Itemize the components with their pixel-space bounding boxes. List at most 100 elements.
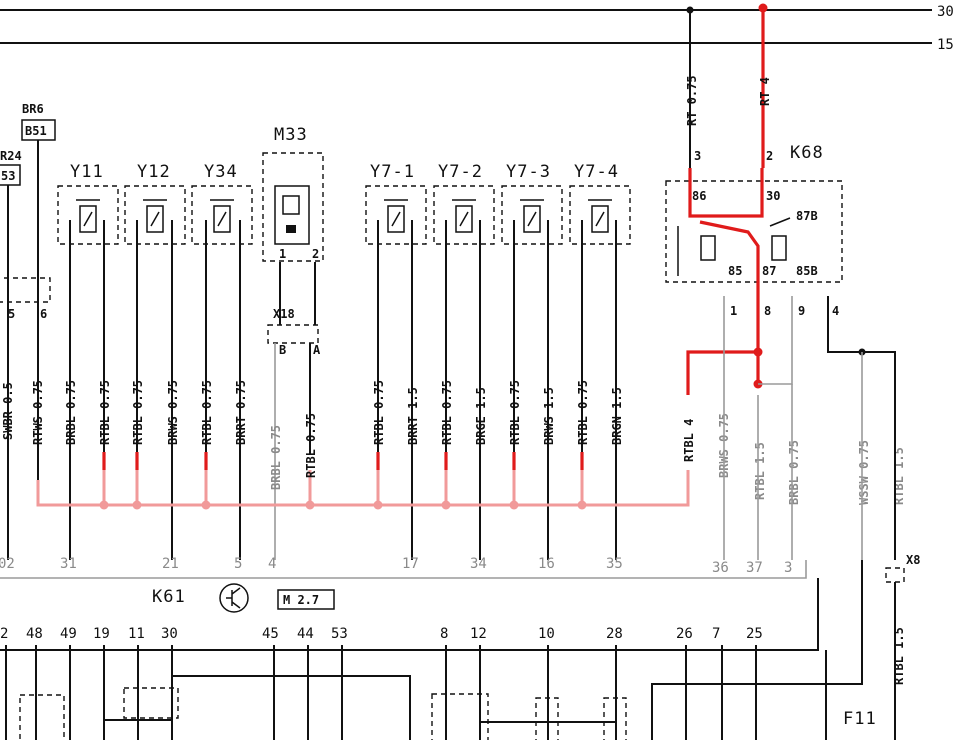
label-m33: M33: [274, 125, 308, 145]
label-y7-1: Y7-1: [370, 162, 415, 182]
svg-text:25: 25: [746, 626, 763, 642]
k68-pin9: 9: [798, 304, 805, 318]
m33-pin1: 1: [279, 247, 286, 261]
svg-text:48: 48: [26, 626, 43, 642]
k68-out-red-branch: [686, 350, 758, 395]
label-br6: BR6: [22, 102, 44, 116]
k68-pin87b: 87B: [796, 209, 818, 223]
k61-inner-line: [0, 578, 819, 651]
svg-text:16: 16: [538, 556, 555, 572]
svg-text:28: 28: [606, 626, 623, 642]
junction-dot: [686, 6, 694, 14]
label-m27: M 2.7: [283, 593, 319, 607]
svg-text:44: 44: [297, 626, 314, 642]
injector-y7-3: [501, 185, 563, 245]
pin-5: 5: [8, 307, 15, 321]
svg-text:BRBL 0.75: BRBL 0.75: [64, 380, 78, 445]
svg-text:BRBL 0.75: BRBL 0.75: [269, 425, 283, 490]
injector-y7-1: [365, 185, 427, 245]
svg-text:RTBL 0.75: RTBL 0.75: [508, 380, 522, 445]
svg-text:35: 35: [606, 556, 623, 572]
label-y34: Y34: [204, 162, 238, 182]
x8-connector: [885, 567, 905, 583]
svg-text:WSSW 0.75: WSSW 0.75: [857, 440, 871, 505]
k68-pin2: 2: [766, 149, 773, 163]
svg-text:RTBL 0.75: RTBL 0.75: [372, 380, 386, 445]
svg-text:RTBL 0.75: RTBL 0.75: [98, 380, 112, 445]
label-y11: Y11: [70, 162, 104, 182]
injector-y7-4: [569, 185, 631, 245]
junction-dot-red: [758, 3, 768, 13]
m33-body: [274, 185, 310, 245]
injector-y12: [124, 185, 186, 245]
x18-pinA: A: [313, 343, 321, 357]
rail-30-label: 30: [937, 4, 954, 20]
k68-switch-red: [699, 220, 760, 296]
bottom-wires: [5, 560, 863, 740]
k68-pin8: 8: [764, 304, 771, 318]
svg-text:BRGN 1.5: BRGN 1.5: [610, 387, 624, 445]
pink-bus-taps: [99, 470, 587, 510]
svg-text:53: 53: [331, 626, 348, 642]
wire-swbr: SWBR 0.5: [1, 382, 15, 440]
svg-text:26: 26: [676, 626, 693, 642]
pin-6: 6: [40, 307, 47, 321]
svg-text:12: 12: [470, 626, 487, 642]
label-y12: Y12: [137, 162, 171, 182]
x18-connector: [267, 324, 319, 344]
svg-text:30: 30: [161, 626, 178, 642]
svg-text:BRRT 1.5: BRRT 1.5: [406, 387, 420, 445]
svg-text:8: 8: [440, 626, 448, 642]
k68-pin85: 85: [728, 264, 742, 278]
wire-rt4: RT 4: [758, 77, 772, 106]
box-m27: [277, 589, 335, 610]
svg-text:RTBL 0.75: RTBL 0.75: [304, 413, 318, 478]
svg-text:RTBL 1.5: RTBL 1.5: [753, 442, 767, 500]
injector-wires: [69, 220, 617, 560]
k68-pin3: 3: [694, 149, 701, 163]
svg-text:45: 45: [262, 626, 279, 642]
connector-left: [0, 277, 51, 303]
svg-text:11: 11: [128, 626, 145, 642]
label-y7-4: Y7-4: [574, 162, 619, 182]
label-y7-3: Y7-3: [506, 162, 551, 182]
k68-coil-b: [771, 235, 787, 261]
k68-outline: [665, 180, 843, 283]
m33-outline: [262, 152, 324, 262]
svg-text:RTBL 0.75: RTBL 0.75: [200, 380, 214, 445]
label-k68: K68: [790, 143, 824, 163]
svg-text:10: 10: [538, 626, 555, 642]
transistor-icon-e: [231, 601, 241, 609]
label-x18: X18: [273, 307, 295, 321]
pink-bus: [36, 470, 690, 507]
injector-red-taps: [102, 452, 584, 470]
m33-coil: [282, 195, 300, 215]
svg-text:RTBL 4: RTBL 4: [682, 419, 696, 462]
k68-coil-a: [700, 235, 716, 261]
label-r24: R24: [0, 149, 22, 163]
svg-text:BRWS 1.5: BRWS 1.5: [542, 387, 556, 445]
label-f11: F11: [843, 709, 877, 729]
svg-text:2: 2: [0, 626, 8, 642]
svg-text:19: 19: [93, 626, 110, 642]
wire-labels: BRBL 0.75 RTBL 0.75 RTBL 0.75 BRWS 0.75 …: [64, 380, 906, 685]
m33-diode: [286, 225, 296, 233]
svg-text:02: 02: [0, 556, 15, 572]
svg-text:RTBL 0.75: RTBL 0.75: [131, 380, 145, 445]
k68-pin87: 87: [762, 264, 776, 278]
label-53: 53: [1, 169, 15, 183]
svg-text:49: 49: [60, 626, 77, 642]
k68-pin1: 1: [730, 304, 737, 318]
connector-pin-row: 02 31 21 5 4 17 34 16 35 36 37 3: [0, 556, 792, 576]
junction-dot-red: [753, 347, 763, 357]
svg-text:RTBL 0.75: RTBL 0.75: [576, 380, 590, 445]
svg-text:31: 31: [60, 556, 77, 572]
svg-text:3: 3: [784, 560, 792, 576]
x18-pinB: B: [279, 343, 286, 357]
svg-text:17: 17: [402, 556, 419, 572]
k68-switch: [769, 217, 791, 227]
svg-text:RTBL 0.75: RTBL 0.75: [440, 380, 454, 445]
label-x8: X8: [906, 553, 920, 567]
transistor-icon-c: [231, 587, 241, 595]
